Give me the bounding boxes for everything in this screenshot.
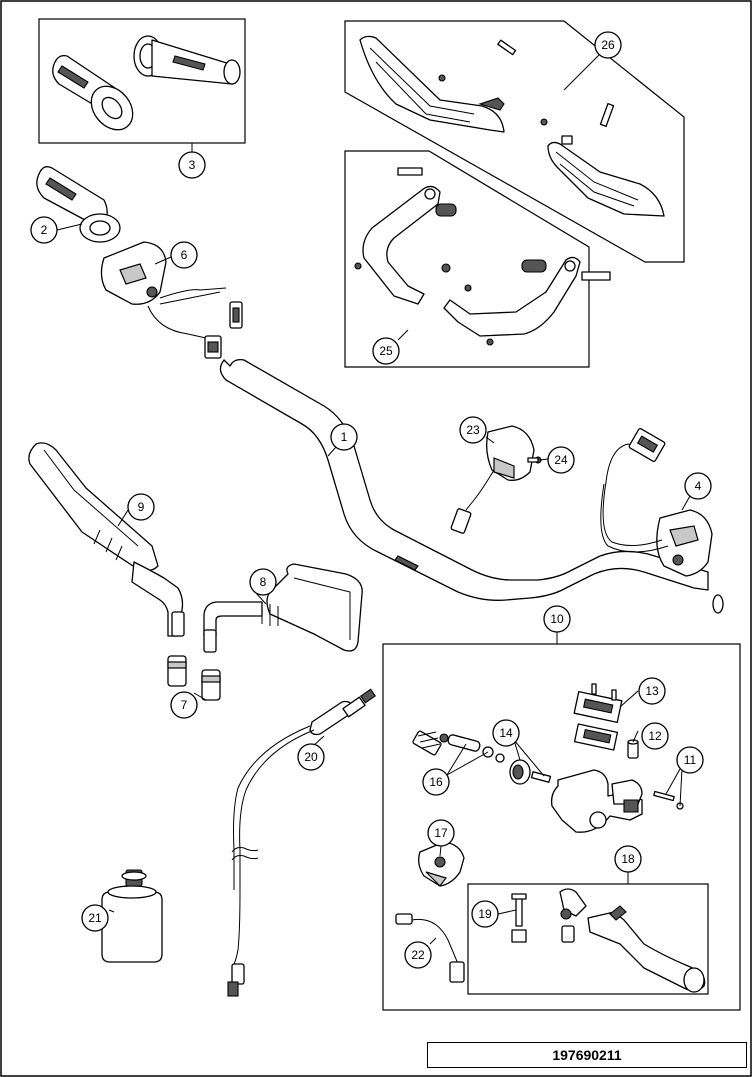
callout-19: 19 <box>471 900 499 928</box>
handlebar-part <box>219 358 724 614</box>
piston-kit-part <box>412 730 505 763</box>
callout-number: 2 <box>41 223 48 237</box>
grip-set-box <box>38 18 246 144</box>
kill-switch-part <box>450 425 542 534</box>
callout-1: 1 <box>330 423 358 451</box>
callout-number: 25 <box>379 344 393 358</box>
callout-7: 7 <box>170 691 198 719</box>
boot-part <box>509 759 552 785</box>
hydraulic-oil-part <box>101 869 163 963</box>
callout-number: 7 <box>181 698 188 712</box>
mirror-adapter-part <box>167 655 221 701</box>
callout-number: 4 <box>695 479 702 493</box>
callout-number: 26 <box>601 38 615 52</box>
callout-number: 3 <box>189 158 196 172</box>
callout-9: 9 <box>127 493 155 521</box>
callout-14: 14 <box>492 719 520 747</box>
callout-number: 9 <box>138 500 145 514</box>
callout-23: 23 <box>459 416 487 444</box>
callout-25: 25 <box>372 337 400 365</box>
callout-17: 17 <box>427 819 455 847</box>
callout-number: 11 <box>684 753 697 767</box>
callout-16: 16 <box>422 768 450 796</box>
callout-number: 18 <box>621 852 635 866</box>
callout-number: 23 <box>466 423 480 437</box>
callout-22: 22 <box>404 941 432 969</box>
lever-screw-part <box>511 893 527 943</box>
master-cylinder-part <box>550 769 643 833</box>
callout-number: 20 <box>304 750 318 764</box>
callout-18: 18 <box>614 845 642 873</box>
drawing-number-label: 197690211 <box>427 1042 747 1068</box>
callout-24: 24 <box>547 446 575 474</box>
clamp-part <box>418 841 465 887</box>
leader-lines <box>56 54 691 945</box>
left-mirror-part <box>28 442 185 637</box>
callout-12: 12 <box>641 722 669 750</box>
callout-3: 3 <box>178 151 206 179</box>
pin-part <box>653 790 684 810</box>
bushing-part <box>627 739 639 759</box>
callout-number: 19 <box>478 907 492 921</box>
callout-number: 13 <box>645 684 659 698</box>
callout-number: 22 <box>411 948 425 962</box>
clutch-lever-box <box>467 883 709 995</box>
callout-number: 21 <box>88 911 102 925</box>
combination-switch-part <box>100 241 243 359</box>
handguard-bracket-part <box>354 167 611 346</box>
callout-number: 1 <box>341 430 348 444</box>
callout-number: 14 <box>499 726 513 740</box>
callout-6: 6 <box>170 241 198 269</box>
callout-number: 6 <box>181 248 188 262</box>
callout-11: 11 <box>676 746 704 774</box>
callout-number: 10 <box>550 612 564 626</box>
clutch-lever-part <box>559 888 706 993</box>
clutch-switch-cable-part <box>395 913 465 983</box>
callout-8: 8 <box>249 568 277 596</box>
callout-number: 12 <box>648 729 662 743</box>
callout-2: 2 <box>30 216 58 244</box>
clutch-armature-box <box>382 643 741 1011</box>
handguard-bracket-box <box>344 150 590 368</box>
clutch-hose-part <box>227 688 376 997</box>
callout-26: 26 <box>594 31 622 59</box>
callout-10: 10 <box>543 605 571 633</box>
grip-pair-part <box>52 35 241 131</box>
start-switch-part <box>600 428 713 577</box>
callout-4: 4 <box>684 472 712 500</box>
callout-number: 17 <box>434 826 448 840</box>
callout-number: 16 <box>429 775 443 789</box>
handguard-shell-part <box>359 35 665 217</box>
callout-number: 8 <box>260 575 267 589</box>
reservoir-cap-part <box>573 683 623 751</box>
callout-number: 24 <box>554 453 568 467</box>
right-mirror-part <box>203 563 363 653</box>
throttle-grip-part <box>36 166 121 243</box>
handguard-set-box <box>344 20 685 263</box>
callout-20: 20 <box>297 743 325 771</box>
callout-21: 21 <box>81 904 109 932</box>
callout-13: 13 <box>638 677 666 705</box>
